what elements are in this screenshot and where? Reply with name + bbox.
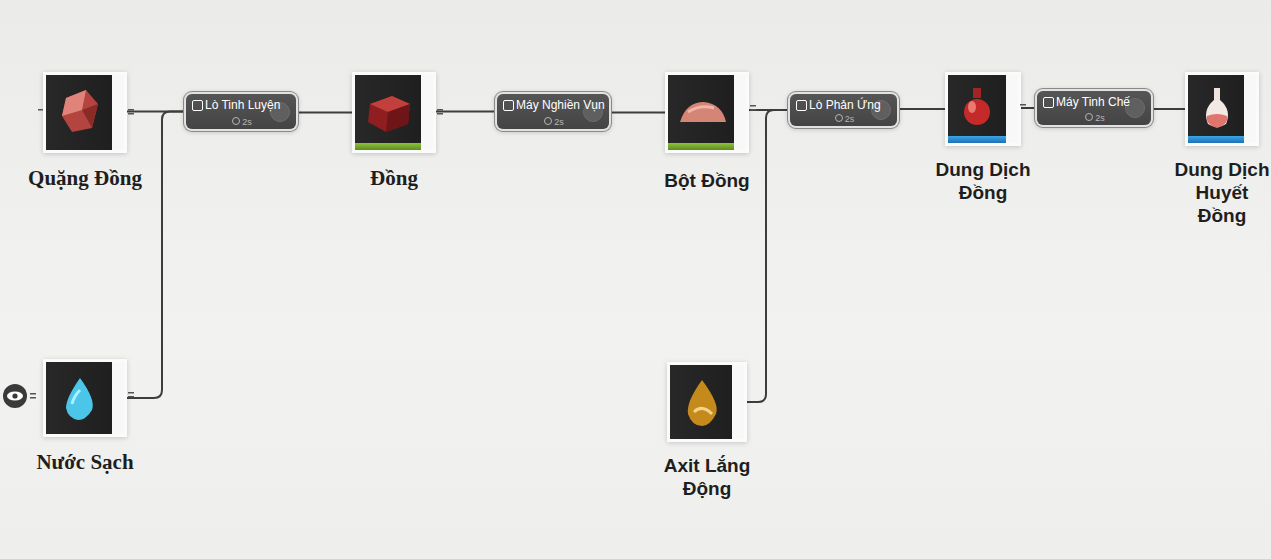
item-label: Đồng <box>334 166 454 191</box>
connector <box>897 108 948 110</box>
item-label: Dung Dịch Huyết Đồng <box>1170 159 1271 227</box>
process-box: Máy Tinh Chế 2s <box>1037 91 1151 125</box>
machine-name: Máy Nghiền Vụn <box>516 98 605 112</box>
machine-icon <box>192 100 203 111</box>
connector <box>433 111 497 113</box>
clock-icon <box>835 114 843 122</box>
item-card: Axit Lắng Động <box>670 365 744 439</box>
flask-icon <box>1206 88 1228 128</box>
connector <box>296 112 355 114</box>
machine-icon <box>1043 97 1054 108</box>
item-label: Dung Dịch Đồng <box>927 159 1039 205</box>
process-box: Lò Phản Ứng 2s <box>790 94 897 126</box>
connector <box>1018 107 1037 109</box>
acid-drop-icon <box>688 380 717 426</box>
flask-icon <box>964 88 990 125</box>
machine-icon <box>796 100 807 111</box>
item-label: Bột Đồng <box>642 170 772 193</box>
rarity-strip <box>355 143 421 150</box>
process-box: Lò Tinh Luyện 2s <box>186 94 296 129</box>
machine-name: Lò Phản Ứng <box>809 98 881 112</box>
machine-name: Máy Tinh Chế <box>1056 95 1130 109</box>
process-time: 2s <box>1037 113 1151 123</box>
item-label: Axit Lắng Động <box>651 455 763 501</box>
process-time: 2s <box>497 117 609 127</box>
clock-icon <box>232 117 240 125</box>
copper-icon <box>368 96 410 132</box>
powder-icon <box>680 102 726 122</box>
port-marks <box>38 104 1026 398</box>
item-label: Quặng Đồng <box>15 166 155 191</box>
clock-icon <box>544 117 552 125</box>
item-card: Bột Đồng <box>668 75 746 150</box>
item-label: Nước Sạch <box>15 450 155 475</box>
item-card: Đồng <box>355 75 433 150</box>
machine-icon <box>503 100 514 111</box>
item-card: Dung Dịch Huyết Đồng <box>1188 75 1256 143</box>
item-card: Quặng Đồng <box>46 75 124 150</box>
machine-name: Lò Tinh Luyện <box>205 98 280 112</box>
clock-icon <box>1085 113 1093 121</box>
eye-icon <box>3 384 36 408</box>
process-time: 2s <box>790 114 897 124</box>
connector <box>609 112 668 114</box>
item-card: Dung Dịch Đồng <box>948 75 1018 143</box>
rarity-strip <box>668 143 734 150</box>
water-drop-icon <box>66 378 93 420</box>
ore-icon <box>62 90 98 132</box>
connector <box>744 110 790 402</box>
connector <box>1151 108 1188 110</box>
item-card: Nước Sạch <box>46 362 124 434</box>
rarity-strip <box>948 136 1006 143</box>
rarity-strip <box>1188 136 1244 143</box>
connector <box>124 112 186 399</box>
process-box: Máy Nghiền Vụn 2s <box>497 94 609 129</box>
process-time: 2s <box>186 117 296 127</box>
